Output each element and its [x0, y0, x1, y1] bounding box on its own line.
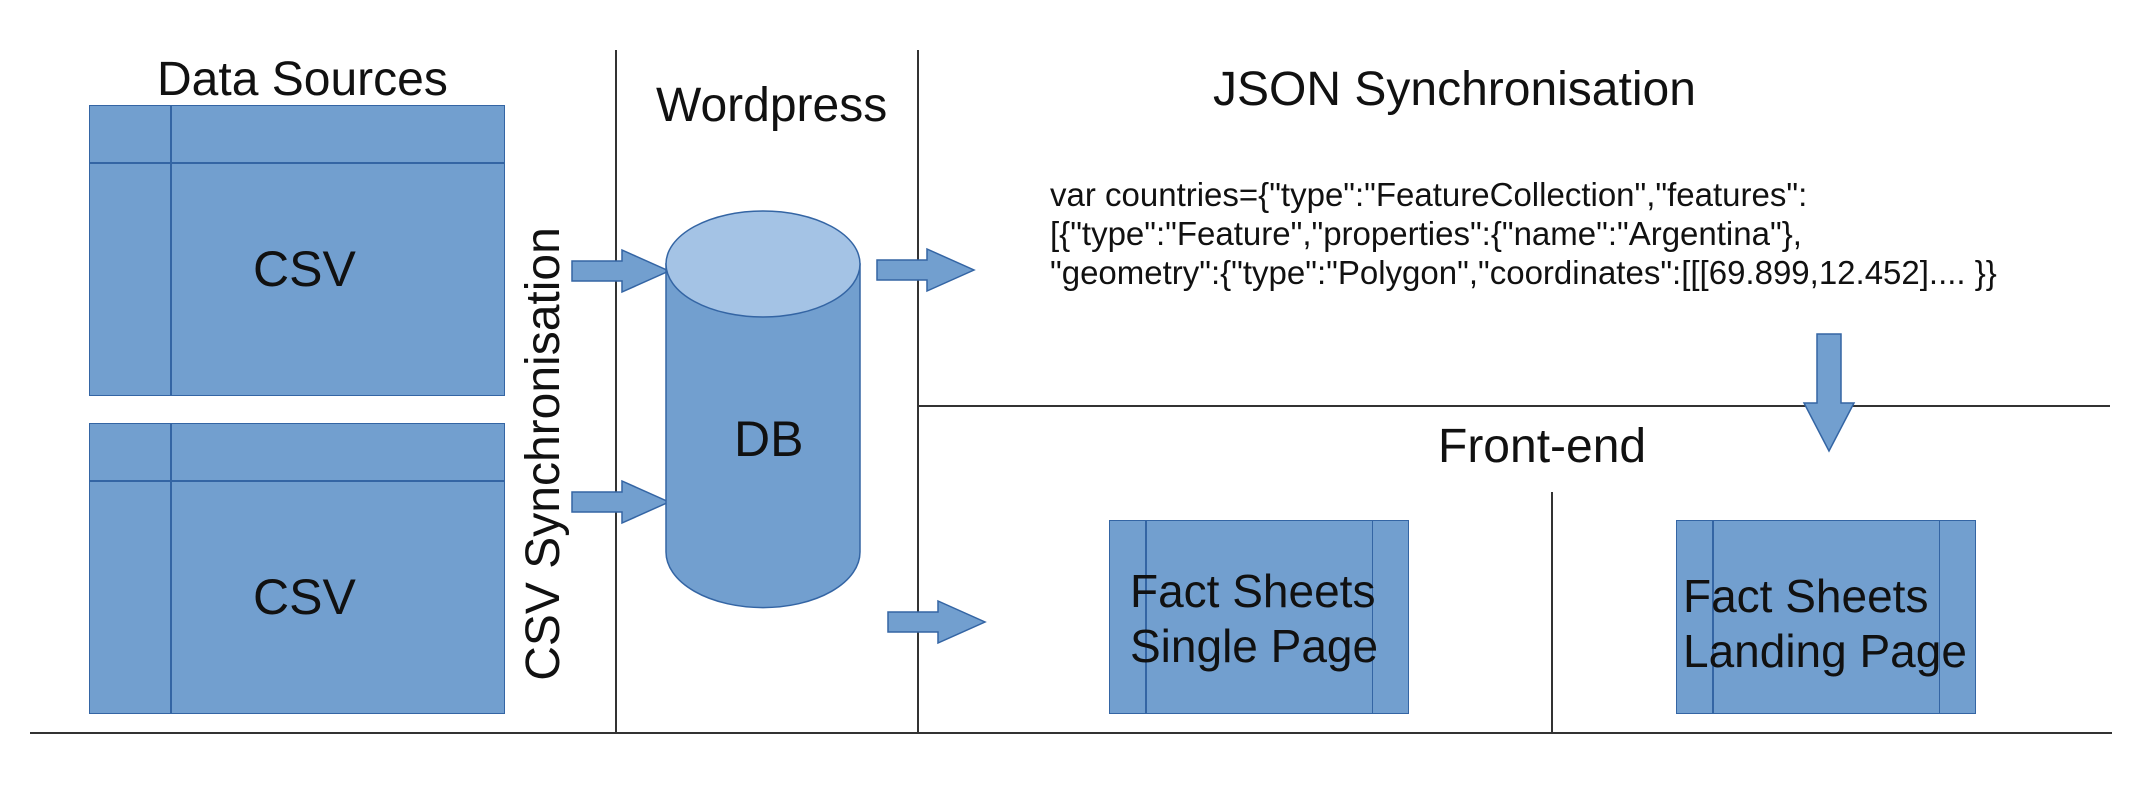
fact-sheets-single-page-box: Fact Sheets Single Page	[1109, 520, 1409, 714]
data-sources-heading: Data Sources	[157, 53, 448, 106]
divider-frontend-pages	[1551, 492, 1553, 733]
page-box-left-line	[1712, 521, 1714, 713]
database-cylinder-icon	[665, 210, 861, 609]
json-code-line: var countries={"type":"FeatureCollection…	[1050, 176, 1808, 213]
divider-json-frontend	[917, 405, 2110, 407]
csv-box-column-line	[170, 424, 172, 713]
csv-box-column-line	[170, 106, 172, 395]
json-code-line: [{"type":"Feature","properties":{"name":…	[1050, 215, 1802, 252]
divider-wordpress-left	[615, 50, 617, 733]
csv-source-box: CSV	[89, 423, 505, 714]
divider-wordpress-right	[917, 50, 919, 733]
csv-box-header-line	[90, 480, 504, 482]
fact-sheets-landing-page-line1: Fact Sheets	[1683, 570, 1929, 622]
csv-source-box: CSV	[89, 105, 505, 396]
fact-sheets-landing-page-line2: Landing Page	[1683, 625, 1967, 677]
csv-sync-heading: CSV Synchronisation	[517, 227, 570, 681]
arrow-right-icon	[876, 247, 976, 293]
baseline	[30, 732, 2112, 734]
json-code-line: "geometry":{"type":"Polygon","coordinate…	[1050, 254, 1997, 291]
json-sync-heading: JSON Synchronisation	[1213, 63, 1696, 116]
page-box-right-line	[1371, 521, 1373, 713]
frontend-heading: Front-end	[1438, 420, 1647, 473]
arrow-right-icon	[887, 599, 987, 645]
fact-sheets-landing-page-box: Fact Sheets Landing Page	[1676, 520, 1976, 714]
arrow-right-icon	[571, 479, 671, 525]
arrow-down-icon	[1802, 333, 1856, 453]
fact-sheets-single-page-line1: Fact Sheets	[1130, 565, 1376, 617]
csv-box-header-line	[90, 162, 504, 164]
database-label: DB	[734, 411, 804, 467]
page-box-right-line	[1938, 521, 1940, 713]
wordpress-heading: Wordpress	[656, 79, 888, 132]
csv-label: CSV	[253, 569, 356, 625]
page-box-left-line	[1145, 521, 1147, 713]
csv-label: CSV	[253, 241, 356, 297]
fact-sheets-single-page-line2: Single Page	[1130, 620, 1379, 672]
arrow-right-icon	[571, 248, 671, 294]
json-code-block: var countries={"type":"FeatureCollection…	[1050, 175, 1997, 292]
